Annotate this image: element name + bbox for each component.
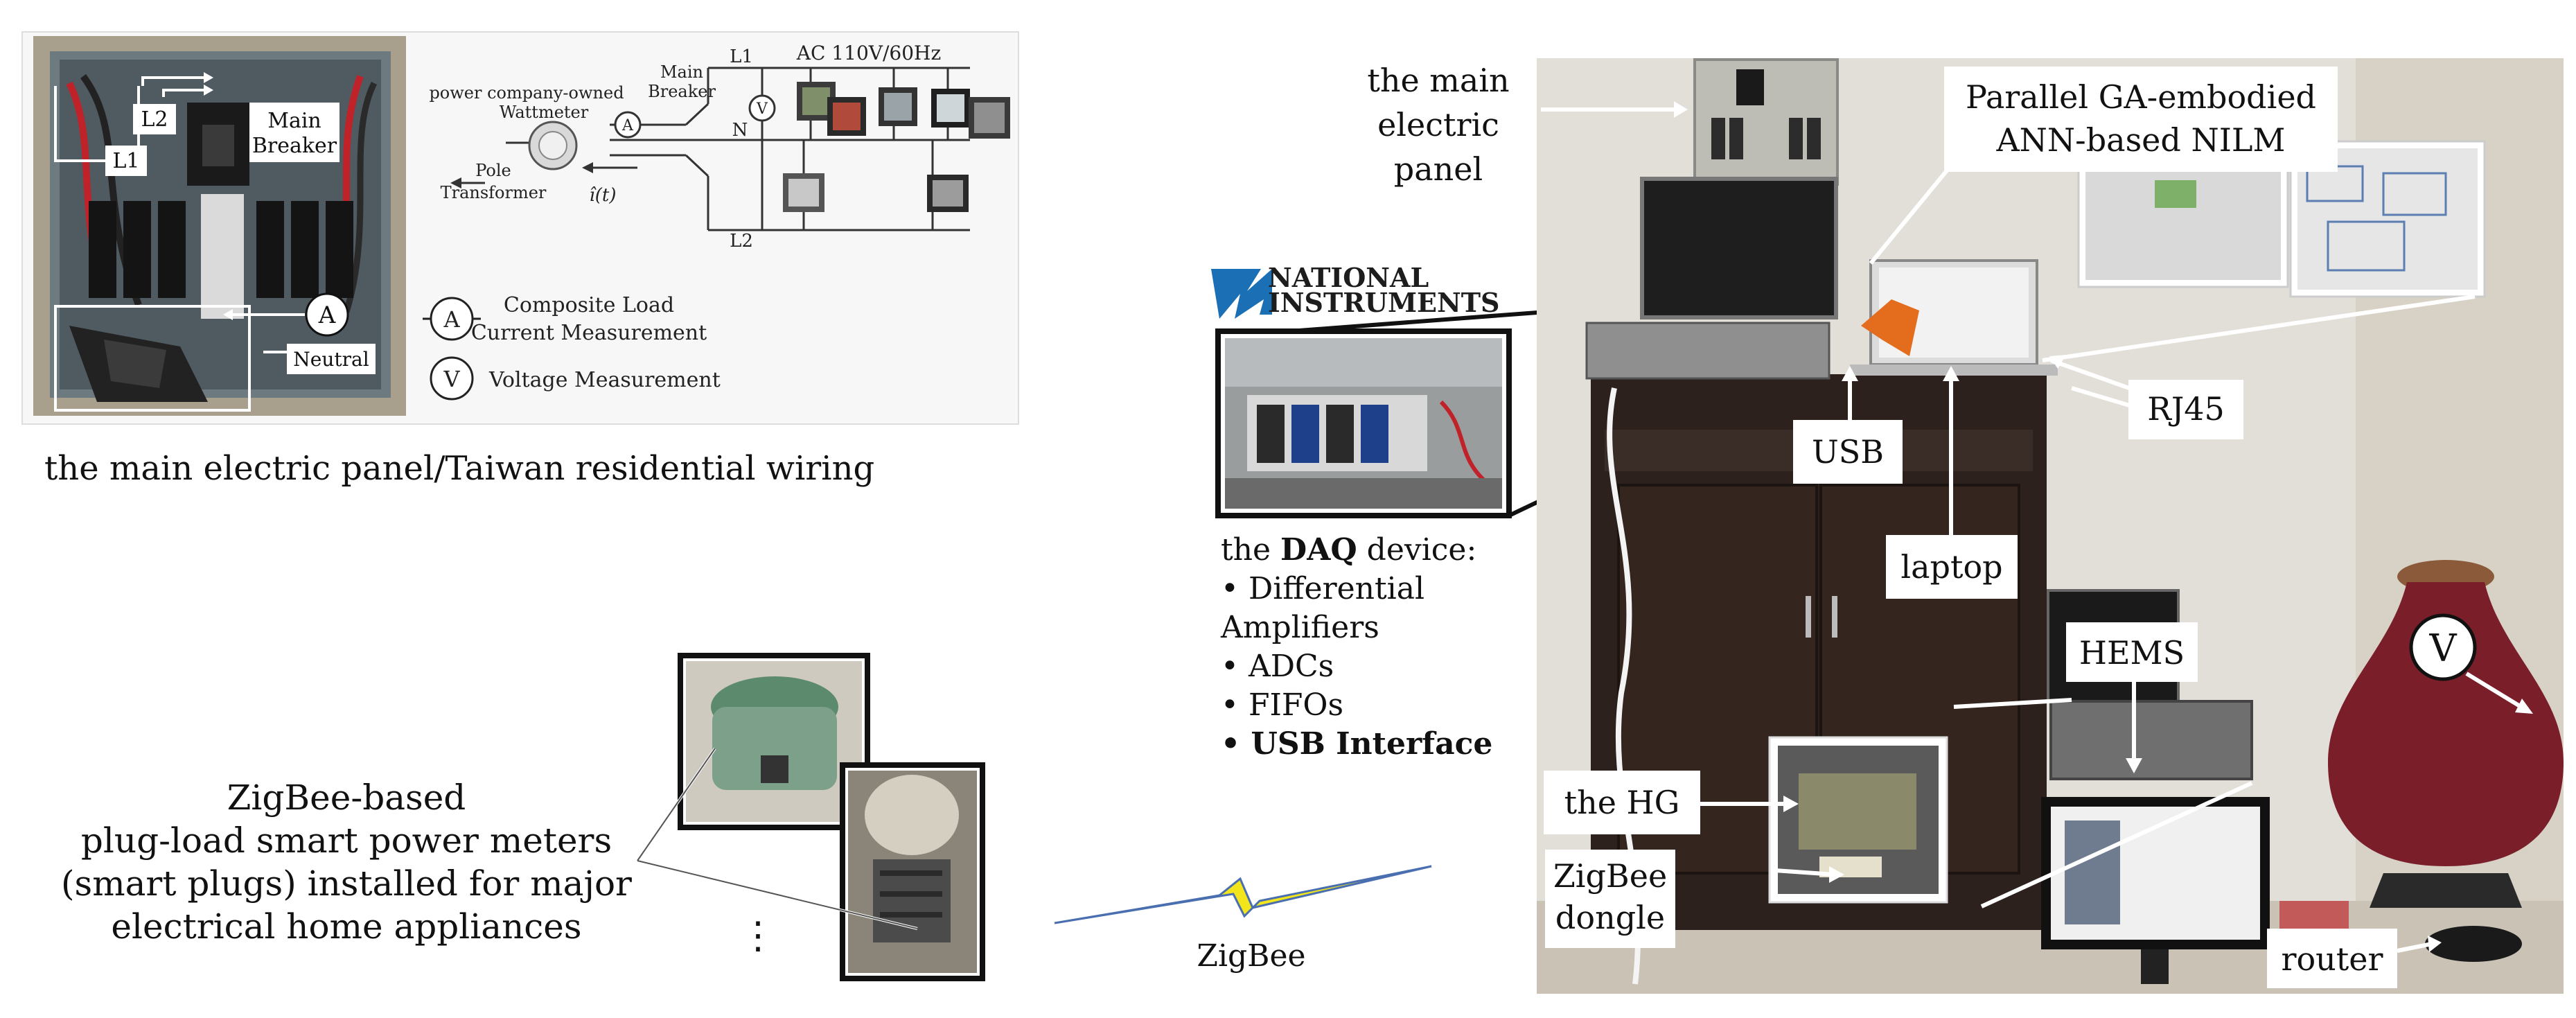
usb-label-box: [1793, 420, 1903, 484]
panel-wiring-caption: the main electric panel/Taiwan residenti…: [44, 449, 874, 488]
label-neutral: Neutral: [293, 348, 369, 371]
ni-logo: NATIONAL INSTRUMENTS: [1211, 262, 1499, 319]
zigbee-line4: electrical home appliances: [111, 906, 581, 947]
daq-item-1: • Differential: [1221, 571, 1424, 606]
schematic-ammeter-letter: A: [621, 117, 634, 134]
legend-current-letter: A: [443, 306, 460, 333]
clamp-ammeter-symbol: [305, 292, 349, 337]
rj45-label: RJ45: [2147, 390, 2225, 428]
schematic-voltmeter-letter: V: [756, 100, 768, 118]
zigbee-description: ZigBee-based plug-load smart power meter…: [61, 778, 632, 947]
ni-logo-line2: INSTRUMENTS: [1268, 287, 1499, 318]
wiring-ac-label: AC 110V/60Hz: [796, 42, 941, 64]
clamp-ammeter-letter: A: [318, 301, 336, 329]
nilm-label-box: [1944, 67, 2338, 172]
pole-arrow: [450, 177, 461, 188]
daq-title: the DAQ device:: [1221, 532, 1476, 568]
ni-eagle-mark: [1211, 269, 1272, 319]
zigbee-line3: (smart plugs) installed for major: [61, 863, 632, 904]
photo-annotation-lines: [1541, 107, 2525, 953]
zigbee-link-label: ZigBee: [1197, 938, 1305, 974]
dehumidifier-photo: [840, 762, 985, 981]
photo-voltmeter-symbol: [2409, 613, 2477, 681]
plug-pointer-lines-outline: [637, 748, 918, 929]
appliance-thumbnails: [783, 82, 1010, 212]
rj45-label-box: [2128, 380, 2243, 439]
setup-photo: [1537, 58, 2564, 994]
nilm-label-1: Parallel GA-embodied: [1966, 78, 2316, 116]
current-arrow: [582, 162, 593, 173]
wiring-n-label: N: [732, 120, 748, 141]
zigbee-line2: plug-load smart power meters: [81, 820, 612, 861]
label-l1: L1: [112, 149, 139, 173]
main-panel-label-3: panel: [1394, 150, 1483, 188]
nilm-label-2: ANN-based NILM: [1995, 121, 2285, 159]
daq-item-4: • FIFOs: [1221, 687, 1343, 723]
rice-cooker-photo: [678, 653, 870, 830]
photo-labels: the main electric panel Parallel GA-embo…: [1367, 62, 2477, 988]
label-main-breaker-1: Main: [267, 109, 321, 133]
legend-current-line1: Composite Load: [504, 293, 674, 317]
daq-item-2: Amplifiers: [1220, 610, 1379, 645]
daq-item-usb: • USB Interface: [1221, 726, 1492, 762]
hems-label-box: [2066, 622, 2198, 682]
daq-item-3: • ADCs: [1221, 649, 1334, 684]
pole-line2: Transformer: [441, 183, 547, 202]
laptop-label-box: [1886, 535, 2018, 599]
zigbee-link: ZigBee: [1054, 865, 1432, 974]
photo-annotation-arrowheads: [1674, 101, 2533, 952]
label-l2: L2: [141, 107, 168, 132]
hg-label-box: [1544, 771, 1700, 834]
legend-voltage-letter: V: [443, 366, 460, 392]
photo-voltmeter-letter: V: [2429, 626, 2458, 670]
power-company-line1: power company-owned: [429, 83, 624, 103]
matlab-logo: [1861, 299, 1919, 356]
more-appliances-ellipsis: ⋮: [739, 913, 777, 957]
schematic-ammeter-symbol: [614, 111, 642, 139]
usb-label: USB: [1812, 433, 1884, 471]
main-panel-label-2: electric: [1377, 106, 1499, 143]
dongle-label-1: ZigBee: [1553, 857, 1667, 895]
legend-current-line2: Current Measurement: [471, 321, 707, 345]
current-estimate-label: î(t): [589, 185, 616, 206]
schematic-voltmeter-symbol: [748, 94, 776, 122]
legend-voltage-symbol: [430, 356, 474, 401]
wiring-l2-label: L2: [730, 231, 753, 252]
main-panel-label-1: the main: [1367, 62, 1509, 99]
daq-description: the DAQ device: • Differential Amplifier…: [1220, 532, 1492, 762]
wiring-main-breaker-line2: Breaker: [648, 82, 716, 101]
legend-voltage-line1: Voltage Measurement: [488, 368, 721, 392]
zigbee-line1: ZigBee-based: [227, 778, 466, 818]
main-panel-photo: L2 L1 Main Breaker Neutral A: [33, 36, 406, 416]
dongle-label-box: [1545, 850, 1675, 948]
router-label: router: [2281, 940, 2383, 978]
wiring-main-breaker-line1: Main: [660, 62, 703, 82]
daq-photo: [1215, 328, 1512, 518]
router-label-box: [2267, 929, 2397, 988]
pole-line1: Pole: [475, 161, 511, 180]
wiring-l1-label: L1: [730, 46, 753, 67]
panel-wiring-block: L2 L1 Main Breaker Neutral A: [21, 31, 1019, 425]
power-company-line2: Wattmeter: [500, 103, 589, 122]
ni-logo-line1: NATIONAL: [1268, 262, 1429, 293]
measurement-legend: A Composite Load Current Measurement V V…: [423, 293, 721, 401]
hg-label: the HG: [1564, 784, 1680, 821]
dongle-label-2: dongle: [1555, 899, 1665, 936]
laptop-label: laptop: [1900, 548, 2002, 586]
label-main-breaker-2: Breaker: [252, 134, 337, 158]
hems-label: HEMS: [2079, 634, 2185, 672]
zigbee-bolt: [1054, 865, 1432, 924]
